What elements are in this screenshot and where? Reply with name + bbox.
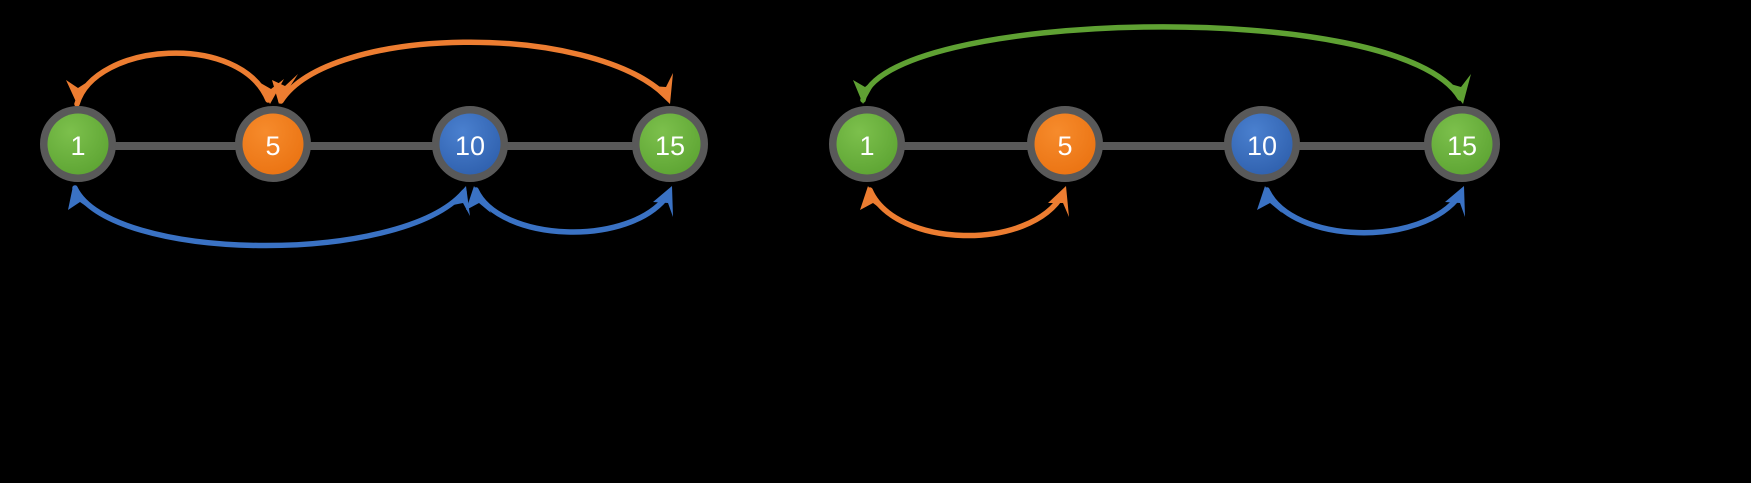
- node-ring: [432, 106, 508, 182]
- node-label: 1: [859, 131, 874, 161]
- node-fill: [836, 113, 898, 175]
- node-label: 10: [455, 131, 485, 161]
- node-label: 5: [265, 131, 280, 161]
- arrowhead-to-node-15: [651, 73, 673, 104]
- node-ring: [1224, 106, 1300, 182]
- node-15[interactable]: 15: [1424, 106, 1500, 182]
- node-5[interactable]: 5: [235, 106, 311, 182]
- arrowhead-to-node-5: [272, 74, 298, 104]
- nodes-right: 1 5 10 15: [829, 106, 1500, 182]
- arrowhead-to-node-15: [1445, 186, 1465, 217]
- node-1[interactable]: 1: [40, 106, 116, 182]
- node-ring: [1027, 106, 1103, 182]
- arcs-left: [66, 39, 673, 249]
- arrowhead-to-node-1: [68, 186, 93, 211]
- node-ring: [632, 106, 708, 182]
- node-ring: [829, 106, 905, 182]
- arrowhead-to-node-1: [853, 77, 878, 104]
- node-fill: [1431, 113, 1493, 175]
- node-fill: [242, 113, 304, 175]
- node-label: 5: [1057, 131, 1072, 161]
- arrowhead-to-node-10: [448, 186, 470, 216]
- arc-orange-5-15: [272, 39, 673, 104]
- node-1[interactable]: 1: [829, 106, 905, 182]
- arrowhead-to-node-10: [466, 186, 491, 213]
- node-ring: [1424, 106, 1500, 182]
- node-fill: [47, 113, 109, 175]
- node-ring: [235, 106, 311, 182]
- arc-blue-1-10: [68, 185, 470, 249]
- arrowhead-to-node-5: [1048, 186, 1069, 217]
- node-10[interactable]: 10: [1224, 106, 1300, 182]
- node-fill: [1034, 113, 1096, 175]
- node-label: 10: [1247, 131, 1277, 161]
- arc-blue-10-15: [466, 186, 673, 235]
- node-label: 15: [1447, 131, 1477, 161]
- nodes-left: 1 5 10 15: [40, 106, 708, 182]
- arrowhead-to-node-1: [66, 79, 92, 104]
- node-label: 1: [70, 131, 85, 161]
- arc-orange-1-5: [66, 50, 284, 107]
- arrowhead-to-node-10: [1257, 186, 1282, 213]
- arc-orange-1-5: [860, 186, 1069, 239]
- node-fill: [1231, 113, 1293, 175]
- arc-green-1-15: [853, 24, 1471, 104]
- node-5[interactable]: 5: [1027, 106, 1103, 182]
- node-label: 15: [655, 131, 685, 161]
- node-10[interactable]: 10: [432, 106, 508, 182]
- node-fill: [639, 113, 701, 175]
- arrowhead-to-node-1: [860, 186, 885, 212]
- arrowhead-to-node-15: [653, 186, 673, 217]
- node-fill: [439, 113, 501, 175]
- arcs-right: [853, 24, 1471, 239]
- node-ring: [40, 106, 116, 182]
- node-15[interactable]: 15: [632, 106, 708, 182]
- arc-blue-10-15: [1257, 186, 1465, 236]
- arrowhead-to-node-15: [1447, 74, 1471, 104]
